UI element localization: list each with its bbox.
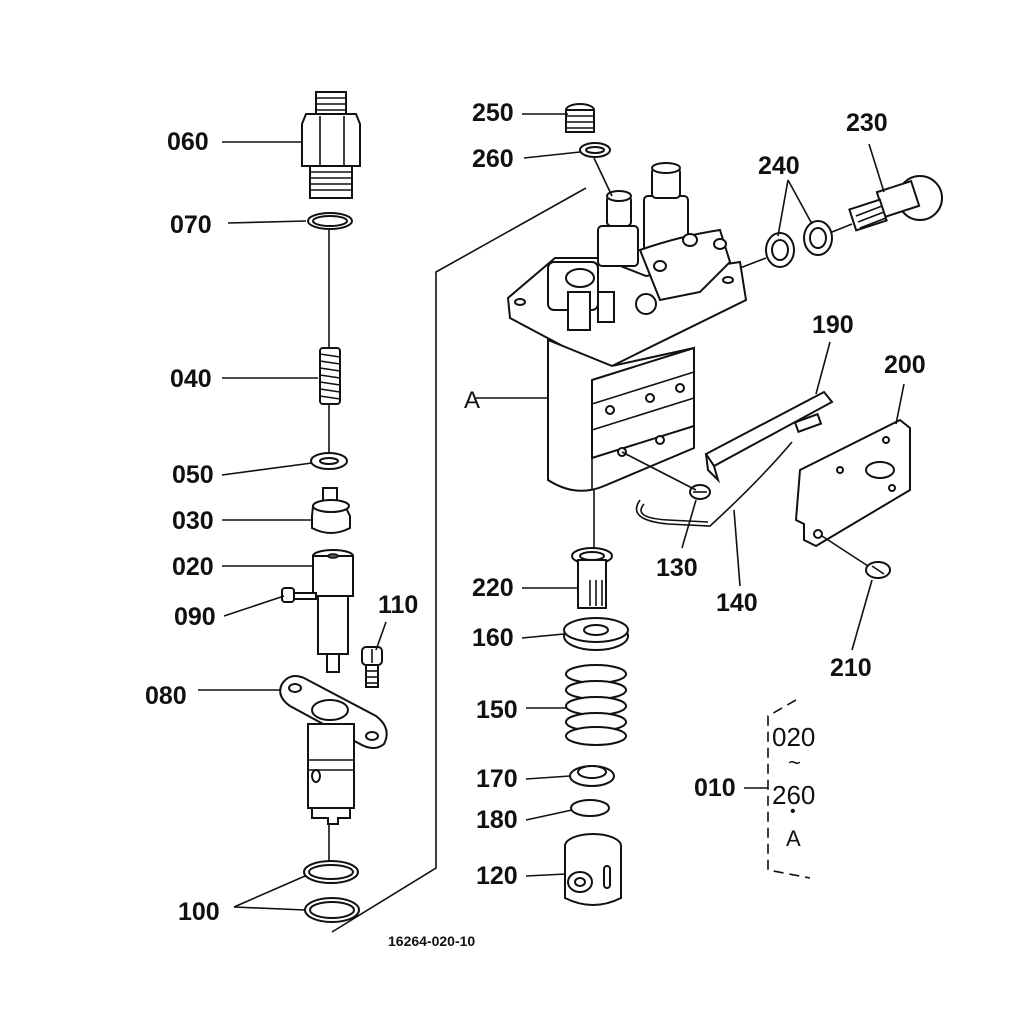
label-150: 150 <box>476 696 518 724</box>
note-plus: A <box>786 826 801 851</box>
part-220-bushing <box>571 547 613 609</box>
part-030-spacer <box>311 487 351 534</box>
assembly-note-bracket <box>744 699 811 879</box>
label-040: 040 <box>170 365 212 393</box>
label-100: 100 <box>178 898 220 926</box>
label-050: 050 <box>172 461 214 489</box>
label-060: 060 <box>167 128 209 156</box>
part-150-spring <box>565 664 627 746</box>
part-120-tappet <box>564 833 622 906</box>
part-130-screw <box>689 484 711 500</box>
label-180: 180 <box>476 806 518 834</box>
note-from: 020 <box>772 722 816 752</box>
part-060-holder <box>301 91 361 199</box>
pump-body-a <box>506 162 748 492</box>
note-to: 260 <box>772 780 816 810</box>
assembly-bracket <box>331 187 587 933</box>
note-range-mark: ~ <box>788 750 801 775</box>
part-180-shim <box>570 799 610 817</box>
label-010: 010 <box>694 774 736 802</box>
label-140: 140 <box>716 589 758 617</box>
label-070: 070 <box>170 211 212 239</box>
label-190: 190 <box>812 311 854 339</box>
part-170-seat <box>569 765 615 787</box>
label-110: 110 <box>378 591 419 619</box>
part-110-screw <box>361 646 383 688</box>
label-020: 020 <box>172 553 214 581</box>
label-170: 170 <box>476 765 518 793</box>
part-210-screw <box>865 561 891 579</box>
left-assembly <box>198 91 388 923</box>
note-bullet: • <box>790 803 796 820</box>
label-220: 220 <box>472 574 514 602</box>
part-040-spring <box>319 347 341 405</box>
part-230-bolt <box>848 175 943 232</box>
part-140-spring-wire <box>635 441 793 527</box>
part-190-rack <box>704 390 834 484</box>
label-080: 080 <box>145 682 187 710</box>
part-240-washers <box>765 220 833 268</box>
label-a: A <box>464 387 481 414</box>
label-230: 230 <box>846 109 888 137</box>
part-200-cover <box>794 418 911 548</box>
label-250: 250 <box>472 99 514 127</box>
part-020-nozzle <box>312 549 354 673</box>
label-090: 090 <box>174 603 216 631</box>
label-160: 160 <box>472 624 514 652</box>
label-240: 240 <box>758 152 800 180</box>
label-130: 130 <box>656 554 698 582</box>
label-120: 120 <box>476 862 518 890</box>
part-080-flange <box>279 675 388 825</box>
part-250-plug <box>565 103 595 133</box>
drawing-number: 16264-020-10 <box>388 933 476 949</box>
label-030: 030 <box>172 507 214 535</box>
label-210: 210 <box>830 654 872 682</box>
label-260: 260 <box>472 145 514 173</box>
label-200: 200 <box>884 351 926 379</box>
part-090-bolt <box>281 587 317 603</box>
part-160-seat <box>563 617 629 651</box>
